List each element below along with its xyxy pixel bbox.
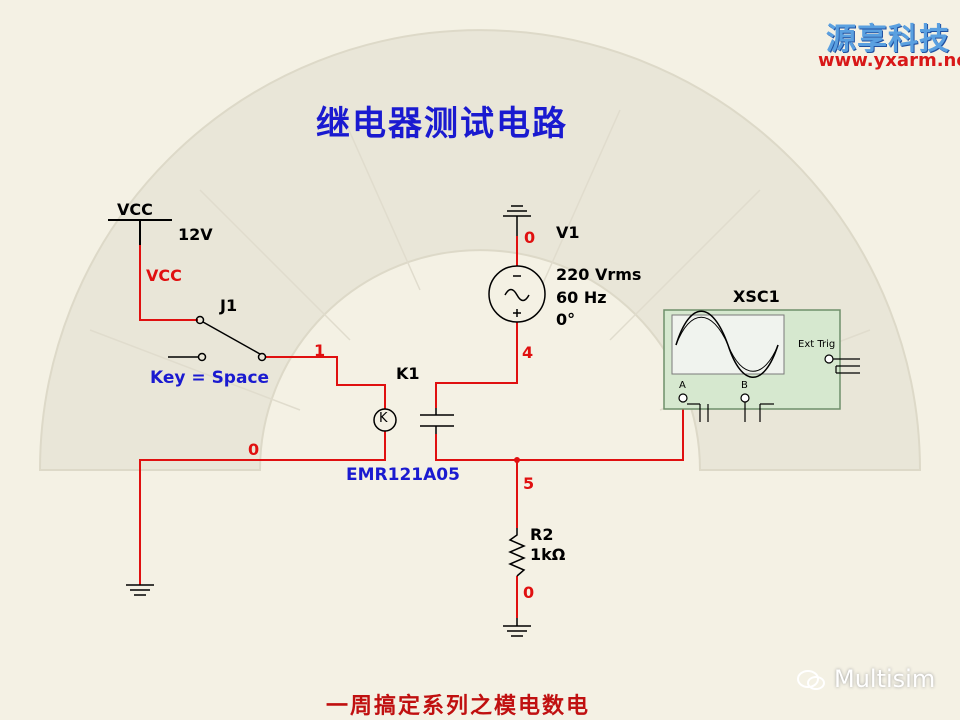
relay-name: K1 [396, 364, 420, 383]
node-0-top-label: 0 [524, 228, 536, 247]
footer-banner: 一周搞定系列之模电数电 [326, 694, 591, 719]
relay-part: EMR121A05 [346, 465, 460, 485]
scope-trig-label: Ext Trig [798, 339, 836, 350]
ground-bottom [503, 618, 531, 637]
scope-channel-a: A [679, 380, 686, 391]
oscilloscope-xsc1 [663, 309, 860, 422]
node-5-label: 5 [523, 474, 535, 493]
relay-coil [373, 408, 397, 432]
slide-title: 继电器测试电路 [316, 104, 568, 144]
scope-channel-b: B [741, 380, 748, 391]
vcc-net-label: VCC [146, 266, 182, 285]
node-0-bottom-label: 0 [523, 583, 535, 602]
source-amplitude: 220 Vrms [556, 265, 642, 284]
vcc-label: VCC [117, 200, 153, 219]
scope-name: XSC1 [733, 287, 780, 306]
vcc-value: 12V [178, 225, 213, 244]
source-frequency: 60 Hz [556, 288, 607, 307]
source-phase: 0° [556, 310, 576, 329]
wires [139, 236, 684, 618]
resistor-name: R2 [530, 525, 554, 544]
vcc-source [108, 219, 172, 245]
ground-top [503, 205, 531, 236]
brand-logo-url: www.yxarm.net [818, 50, 960, 71]
node-0-left-label: 0 [248, 440, 260, 459]
resistor-r2 [508, 528, 526, 577]
ac-source-v1 [488, 265, 546, 323]
node-1-label: 1 [314, 341, 326, 360]
switch-j1 [168, 315, 267, 362]
relay-contact [420, 408, 454, 434]
wechat-icon [796, 668, 826, 692]
watermark: Multisim [834, 665, 936, 693]
source-name: V1 [556, 223, 580, 242]
relay-coil-symbol: K [379, 411, 388, 426]
brand-logo-text: 源享科技 [826, 22, 950, 57]
ground-left [126, 584, 154, 596]
junction-dot [514, 457, 520, 463]
resistor-value: 1kΩ [530, 545, 566, 564]
node-4-label: 4 [522, 343, 534, 362]
switch-name: J1 [220, 296, 238, 315]
switch-key: Key = Space [150, 368, 270, 388]
